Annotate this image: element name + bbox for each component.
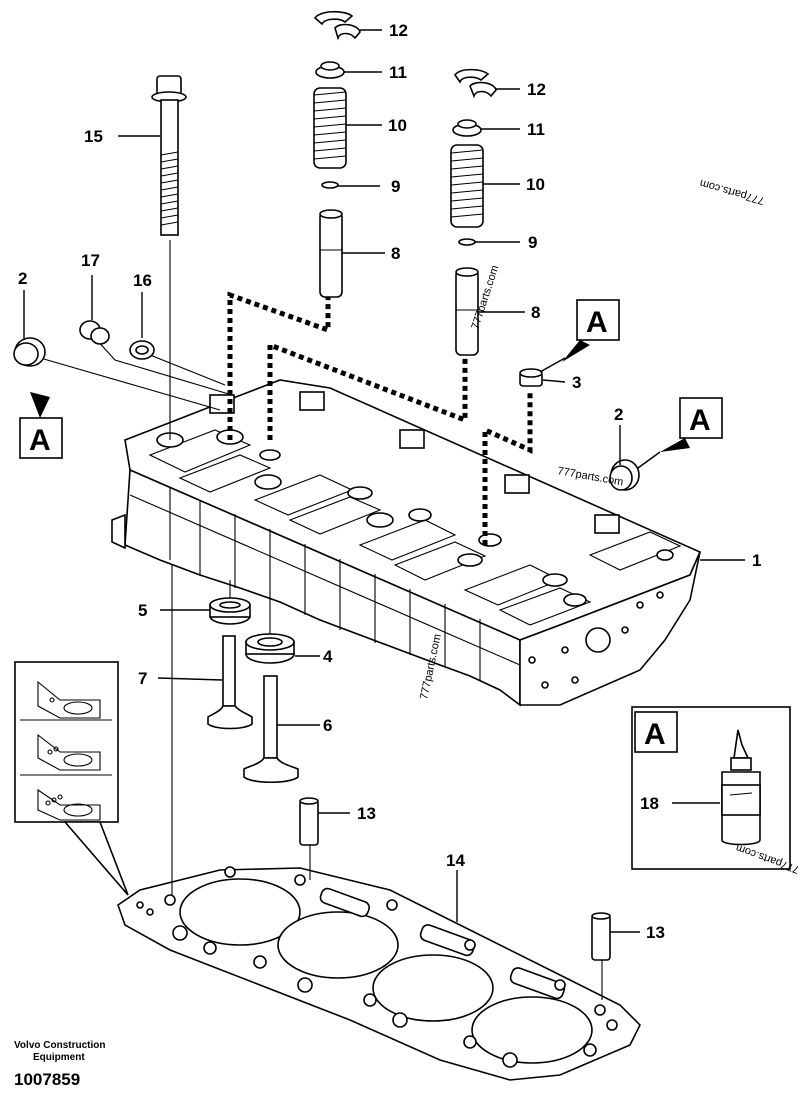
callout-9-left: 9 [391, 177, 400, 196]
sealant-bottle [721, 729, 761, 846]
callout-2-left: 2 [18, 269, 27, 288]
callout-11-left: 11 [389, 63, 407, 82]
core-plug-right [609, 459, 640, 491]
detail-label: A [644, 718, 666, 751]
callout-14: 14 [446, 851, 465, 870]
valve-collets-left [313, 10, 361, 41]
callout-13-upper: 13 [357, 804, 376, 823]
washer-left [321, 181, 339, 189]
callout-12-right: 12 [527, 80, 546, 99]
callout-3: 3 [572, 373, 581, 392]
callout-4: 4 [323, 647, 333, 666]
callout-15: 15 [84, 127, 103, 146]
intake-valve [207, 635, 253, 730]
gasket-thickness-inset [14, 661, 129, 896]
head-gasket [117, 866, 641, 1081]
callout-8-left: 8 [391, 244, 400, 263]
callout-10-right: 10 [526, 175, 545, 194]
cylinder-head-bolt [151, 75, 187, 236]
brand-name-line2: Equipment [33, 1052, 85, 1063]
callout-numbers: 1 2 2 3 4 5 6 7 8 8 9 9 10 10 11 11 12 1… [18, 21, 761, 942]
washer-right [458, 238, 476, 246]
valve-collets-right [454, 68, 497, 99]
callout-6: 6 [323, 716, 332, 735]
dowel-pin-lower [591, 912, 611, 961]
valve-seal-5 [209, 597, 251, 625]
valve-seal-4 [245, 633, 295, 664]
alignment-lines [29, 240, 603, 1000]
figure-number: 1007859 [14, 1070, 81, 1089]
callout-leaders [23, 29, 745, 933]
plug [79, 320, 110, 345]
callout-13-lower: 13 [646, 923, 665, 942]
spring-retainer-right [452, 119, 482, 137]
exhaust-valve [243, 675, 299, 784]
detail-label: A [29, 424, 51, 457]
callout-12-left: 12 [389, 21, 408, 40]
callout-17: 17 [81, 251, 100, 270]
detail-box-a-right: A [637, 397, 723, 469]
callout-11-right: 11 [527, 120, 545, 139]
callout-5: 5 [138, 601, 147, 620]
detail-label: A [689, 404, 711, 437]
expansion-plug [519, 368, 543, 387]
valve-guide-left [319, 209, 343, 298]
detail-box-a-inset: A [634, 711, 678, 753]
callout-8-right: 8 [531, 303, 540, 322]
callout-7: 7 [138, 669, 147, 688]
brand-name-line1: Volvo Construction [14, 1040, 106, 1051]
core-plug-left [13, 337, 46, 367]
callout-9-right: 9 [528, 233, 537, 252]
spring-retainer-left [315, 61, 345, 79]
detail-label: A [586, 306, 608, 339]
detail-box-a-left: A [19, 392, 63, 459]
callout-16: 16 [133, 271, 152, 290]
dowel-pin-upper [299, 797, 319, 846]
callout-18: 18 [640, 794, 659, 813]
assembly-route-lines [227, 260, 533, 545]
watermark: 777parts.com [698, 177, 765, 207]
detail-box-a-center: A [539, 299, 620, 373]
callout-2-right: 2 [614, 405, 623, 424]
cylinder-head [111, 379, 702, 707]
sealing-washer [129, 340, 155, 360]
valve-spring-left [313, 87, 347, 169]
callout-10-left: 10 [388, 116, 407, 135]
callout-1: 1 [752, 551, 761, 570]
valve-spring-right [450, 144, 484, 228]
